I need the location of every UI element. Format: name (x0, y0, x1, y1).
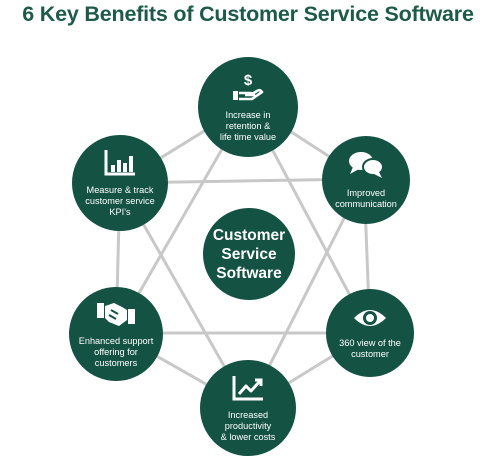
center-node: Customer Service Software (203, 208, 295, 300)
benefit-label: Improved communication (335, 188, 397, 209)
benefit-communication: Improved communication (322, 136, 410, 224)
trend-chart-icon (231, 374, 265, 407)
speech-bubbles-icon (347, 150, 385, 185)
benefit-label: 360 view of the customer (339, 338, 401, 359)
svg-text:$: $ (244, 72, 253, 89)
benefit-productivity: Increased productivity & lower costs (200, 360, 296, 456)
handshake-icon (96, 300, 136, 333)
eye-icon (352, 306, 388, 335)
benefit-label: Increased productivity & lower costs (220, 409, 276, 442)
bar-chart-icon (103, 149, 137, 182)
benefit-label: Measure & track customer service KPI's (85, 184, 155, 217)
center-label: Customer Service Software (212, 226, 286, 282)
benefit-enhanced-support: Enhanced support offering for customers (69, 287, 163, 381)
benefit-360-view: 360 view of the customer (326, 289, 414, 377)
dollar-hand-icon: $ (230, 72, 266, 107)
benefit-label: Enhanced support offering for customers (78, 335, 154, 368)
benefit-retention: $ Increase in retention & life time valu… (198, 57, 298, 157)
benefit-label: Increase in retention & life time value (219, 109, 277, 142)
benefit-kpis: Measure & track customer service KPI's (72, 135, 168, 231)
page-title: 6 Key Benefits of Customer Service Softw… (22, 2, 474, 26)
